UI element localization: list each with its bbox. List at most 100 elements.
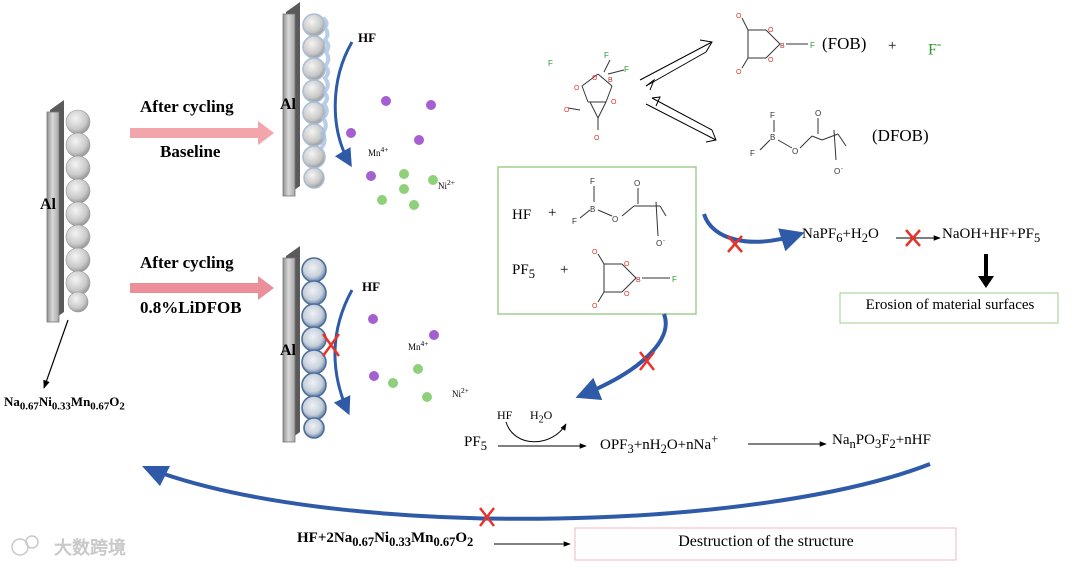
blocked-cross-electrode xyxy=(321,333,341,357)
baseline-arrow xyxy=(130,121,274,145)
svg-text:O: O xyxy=(768,27,774,34)
svg-text:O: O xyxy=(564,107,570,114)
cross-hydrolysis xyxy=(727,235,743,253)
collector-label-bottom: Al xyxy=(280,342,296,359)
svg-text:O: O xyxy=(592,75,598,82)
svg-text:F: F xyxy=(810,41,815,50)
svg-text:O: O xyxy=(624,291,630,298)
svg-text:O: O xyxy=(611,99,617,106)
svg-text:O: O xyxy=(656,239,662,248)
svg-text:O: O xyxy=(736,69,742,76)
hf-attack-arrow-bottom xyxy=(333,289,354,416)
svg-text:F: F xyxy=(624,65,629,74)
svg-text:O: O xyxy=(592,249,598,256)
svg-text:B: B xyxy=(590,205,595,214)
box-pf5-label: PF5 xyxy=(512,262,535,281)
dissolved-ions-top xyxy=(346,96,438,210)
pointer-arrow xyxy=(43,319,69,389)
lidfob-label: 0.8%LiDFOB xyxy=(140,298,242,317)
mn-ion-label-top: Mn4+ xyxy=(368,145,389,158)
erosion-down-arrow xyxy=(978,254,994,288)
dfob-label: (DFOB) xyxy=(872,126,929,145)
cross-return-arc xyxy=(479,507,495,527)
dfob-molecule-left xyxy=(567,59,625,130)
erosion-box xyxy=(839,292,1059,324)
nanpo3f2-product: NanPO3F2+nHF xyxy=(832,432,931,451)
svg-text:O: O xyxy=(736,13,742,20)
fob-label: (FOB) xyxy=(822,34,867,53)
svg-text:F: F xyxy=(672,275,677,284)
opf3-equation: OPF3+nH2O+nNa+ xyxy=(600,432,719,456)
hf-small-label: HF xyxy=(497,408,513,422)
mn-ion-label-bottom: Mn4+ xyxy=(408,339,429,352)
svg-text:O: O xyxy=(594,135,600,142)
svg-text:O: O xyxy=(592,303,598,310)
scavenging-box xyxy=(497,166,697,315)
svg-text:F: F xyxy=(548,59,553,68)
svg-text:-: - xyxy=(663,238,665,244)
svg-text:O: O xyxy=(624,261,630,268)
h2o-small-label: H2O xyxy=(530,408,553,426)
after-cycling-label-bottom: After cycling xyxy=(140,253,234,272)
dfob-molecule-right xyxy=(759,118,847,161)
destruction-text: Destruction of the structure xyxy=(678,533,854,550)
pf5-label: PF5 xyxy=(464,434,487,453)
fluoride-ion: F- xyxy=(928,36,942,59)
watermark-text: 大数跨境 xyxy=(54,538,126,558)
box-hf-label: HF xyxy=(512,207,532,223)
collector-label-top: Al xyxy=(280,96,296,113)
hf-attack-arrow-top xyxy=(333,41,354,168)
dissolved-ions-bottom xyxy=(368,314,439,402)
box-fob-molecule xyxy=(597,253,670,303)
fob-plus: + xyxy=(888,38,897,54)
equilibrium-arrows xyxy=(639,39,717,143)
hydrolysis-reactant: NaPF6+H2O xyxy=(802,226,879,245)
hf-label-top: HF xyxy=(358,30,377,45)
baseline-label: Baseline xyxy=(160,142,221,161)
catalysis-curve xyxy=(505,421,567,443)
svg-text:O: O xyxy=(815,109,821,118)
svg-text:O: O xyxy=(768,57,774,64)
svg-text:O: O xyxy=(612,215,618,224)
cross-hydrolysis-reaction xyxy=(905,229,921,247)
return-arc-head xyxy=(142,466,170,486)
box-plus-bottom: + xyxy=(560,262,569,278)
svg-text:-: - xyxy=(841,166,843,172)
svg-text:F: F xyxy=(604,51,609,60)
svg-text:O: O xyxy=(634,179,640,188)
svg-text:B: B xyxy=(780,43,785,50)
svg-text:O: O xyxy=(574,85,580,92)
blocked-arrow-pf5 xyxy=(575,313,668,401)
svg-text:B: B xyxy=(770,133,775,142)
svg-text:F: F xyxy=(770,111,775,120)
fob-molecule xyxy=(741,17,808,69)
cross-pf5 xyxy=(639,351,655,371)
lidfob-particles xyxy=(301,257,327,439)
hydrolysis-product: NaOH+HF+PF5 xyxy=(942,226,1041,245)
collector-label-left: Al xyxy=(40,196,56,213)
bottom-equation: HF+2Na0.67Ni0.33Mn0.67O2 xyxy=(297,530,474,549)
box-plus-top: + xyxy=(548,205,557,221)
svg-text:B: B xyxy=(608,77,613,84)
svg-text:F: F xyxy=(572,217,577,226)
erosion-text: Erosion of material surfaces xyxy=(865,297,1035,313)
svg-text:O: O xyxy=(792,147,798,156)
after-cycling-label-top: After cycling xyxy=(140,97,234,116)
box-dfob-molecule xyxy=(579,186,667,237)
baseline-electrode xyxy=(282,2,331,197)
pristine-particles xyxy=(65,109,91,313)
svg-text:O: O xyxy=(834,167,840,176)
ni-ion-label-top: Ni2+ xyxy=(438,178,455,191)
destruction-box xyxy=(574,527,957,561)
watermark: 大数跨境 xyxy=(11,535,126,558)
lidfob-electrode xyxy=(282,246,327,443)
pristine-electrode xyxy=(46,100,91,323)
return-arc xyxy=(163,462,931,521)
hf-label-bottom: HF xyxy=(362,279,381,294)
material-formula: Na0.67Ni0.33Mn0.67O2 xyxy=(4,394,125,413)
blocked-arrow-hydrolysis xyxy=(702,213,805,252)
svg-text:F: F xyxy=(590,177,595,186)
svg-text:F: F xyxy=(750,149,755,158)
svg-text:B: B xyxy=(636,277,641,284)
